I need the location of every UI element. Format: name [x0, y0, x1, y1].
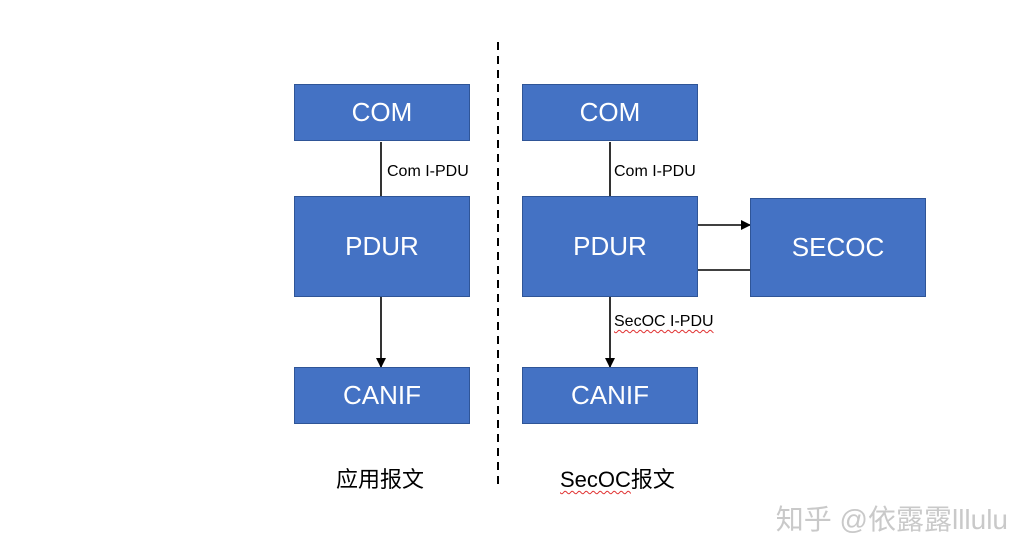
right-pdur-block: PDUR [522, 196, 698, 297]
right-secoc-label: SECOC [791, 232, 885, 262]
left-com-label: COM [351, 97, 413, 127]
right-pdur-label: PDUR [573, 231, 647, 261]
watermark-text: 知乎 @依露露lllulu [775, 504, 1008, 535]
right-flow-label-out: SecOC I-PDU [614, 313, 714, 330]
right-caption: SecOC报文 [560, 462, 675, 494]
right-flow-label-in: Com I-PDU [614, 163, 696, 180]
right-com-label: COM [579, 97, 641, 127]
left-pdur-label: PDUR [345, 231, 419, 261]
right-secoc-block: SECOC [750, 198, 926, 297]
right-caption-secoc: SecOC [560, 467, 631, 492]
right-canif-label: CANIF [571, 380, 649, 410]
left-canif-block: CANIF [294, 367, 470, 424]
left-caption: 应用报文 [336, 467, 425, 492]
left-com-block: COM [294, 84, 470, 141]
left-pdur-block: PDUR [294, 196, 470, 297]
left-canif-label: CANIF [343, 380, 421, 410]
left-flow-label: Com I-PDU [387, 163, 469, 180]
right-canif-block: CANIF [522, 367, 698, 424]
right-com-block: COM [522, 84, 698, 141]
right-caption-suffix: 报文 [630, 467, 675, 492]
